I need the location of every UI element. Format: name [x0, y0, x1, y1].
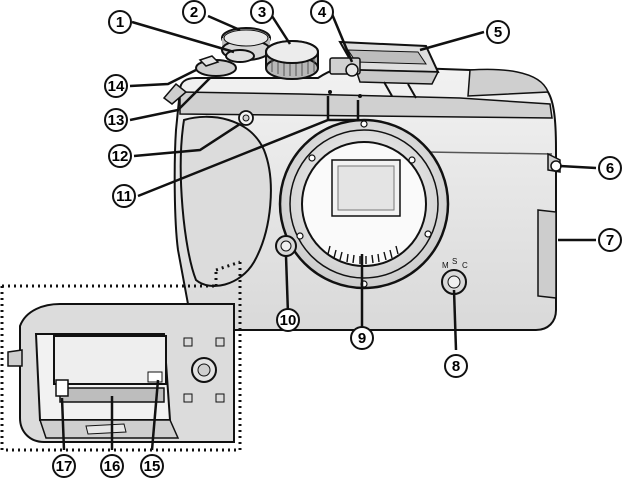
exposure-compensation-dial: [265, 40, 319, 80]
callout-circle: [598, 156, 622, 180]
callout-circle: [250, 0, 274, 24]
callout-4: 4: [310, 0, 334, 24]
callout-number: 14: [108, 78, 125, 95]
callout-number: 13: [108, 112, 125, 129]
callout-circle: [108, 144, 132, 168]
callout-circle: [444, 354, 468, 378]
callout-14: 14: [104, 74, 128, 98]
callout-16: 16: [100, 454, 124, 478]
focus-mode-selector: M S C: [441, 257, 468, 295]
callout-5: 5: [486, 20, 510, 44]
callout-number: 12: [112, 148, 129, 165]
callout-10: 10: [276, 308, 300, 332]
callout-circle: [140, 454, 164, 478]
callout-number: 8: [452, 358, 460, 375]
callout-circle: [104, 74, 128, 98]
lens-mount: [278, 118, 450, 290]
callout-number: 11: [116, 188, 132, 205]
hand-grip: [179, 115, 272, 287]
hot-shoe: [329, 57, 361, 77]
callout-number: 15: [144, 458, 161, 475]
callout-number: 10: [280, 312, 297, 329]
callout-circle: [350, 326, 374, 350]
callout-6: 6: [598, 156, 622, 180]
microphone-left: [328, 90, 332, 94]
callout-circle: [104, 108, 128, 132]
callout-number: 5: [494, 24, 502, 41]
callout-9: 9: [350, 326, 374, 350]
microphone-right: [358, 94, 362, 98]
callout-circle: [112, 184, 136, 208]
strap-eyelet-left: [162, 82, 188, 105]
battery-latch: [55, 379, 69, 397]
callout-circle: [486, 20, 510, 44]
svg-text:S: S: [452, 257, 457, 266]
callout-circle: [276, 308, 300, 332]
callout-number: 3: [258, 4, 266, 21]
callout-11: 11: [112, 184, 136, 208]
shutter-speed-dial: [221, 27, 271, 61]
callout-number: 6: [606, 160, 614, 177]
leader-lines: [60, 13, 597, 451]
callout-8: 8: [444, 354, 468, 378]
callout-circle: [108, 10, 132, 34]
callout-1: 1: [108, 10, 132, 34]
af-assist-lamp: [238, 110, 254, 126]
top-plate: [179, 91, 553, 119]
callout-number: 2: [190, 4, 198, 21]
callout-number: 17: [56, 458, 73, 475]
callout-12: 12: [108, 144, 132, 168]
callout-17: 17: [52, 454, 76, 478]
callout-circle: [598, 228, 622, 252]
svg-text:C: C: [462, 261, 468, 270]
battery: [53, 335, 167, 385]
lens-release-button: [275, 235, 297, 257]
callout-number: 4: [318, 4, 327, 21]
callout-number: 16: [104, 458, 121, 475]
callout-number: 7: [606, 232, 614, 249]
battery-inset: [0, 260, 242, 452]
svg-text:M: M: [442, 261, 449, 270]
callout-3: 3: [250, 0, 274, 24]
callout-15: 15: [140, 454, 164, 478]
rear-hump: [467, 68, 550, 97]
callout-circle: [52, 454, 76, 478]
callout-13: 13: [104, 108, 128, 132]
callout-circle: [100, 454, 124, 478]
on-off-switch: [195, 55, 237, 77]
strap-eyelet-right: [547, 152, 562, 173]
callout-circle: [310, 0, 334, 24]
callout-number: 1: [116, 14, 124, 31]
callout-2: 2: [182, 0, 206, 24]
callout-number: 9: [358, 330, 366, 347]
callout-7: 7: [598, 228, 622, 252]
connector-cover: [537, 209, 557, 299]
callout-circle: [182, 0, 206, 24]
